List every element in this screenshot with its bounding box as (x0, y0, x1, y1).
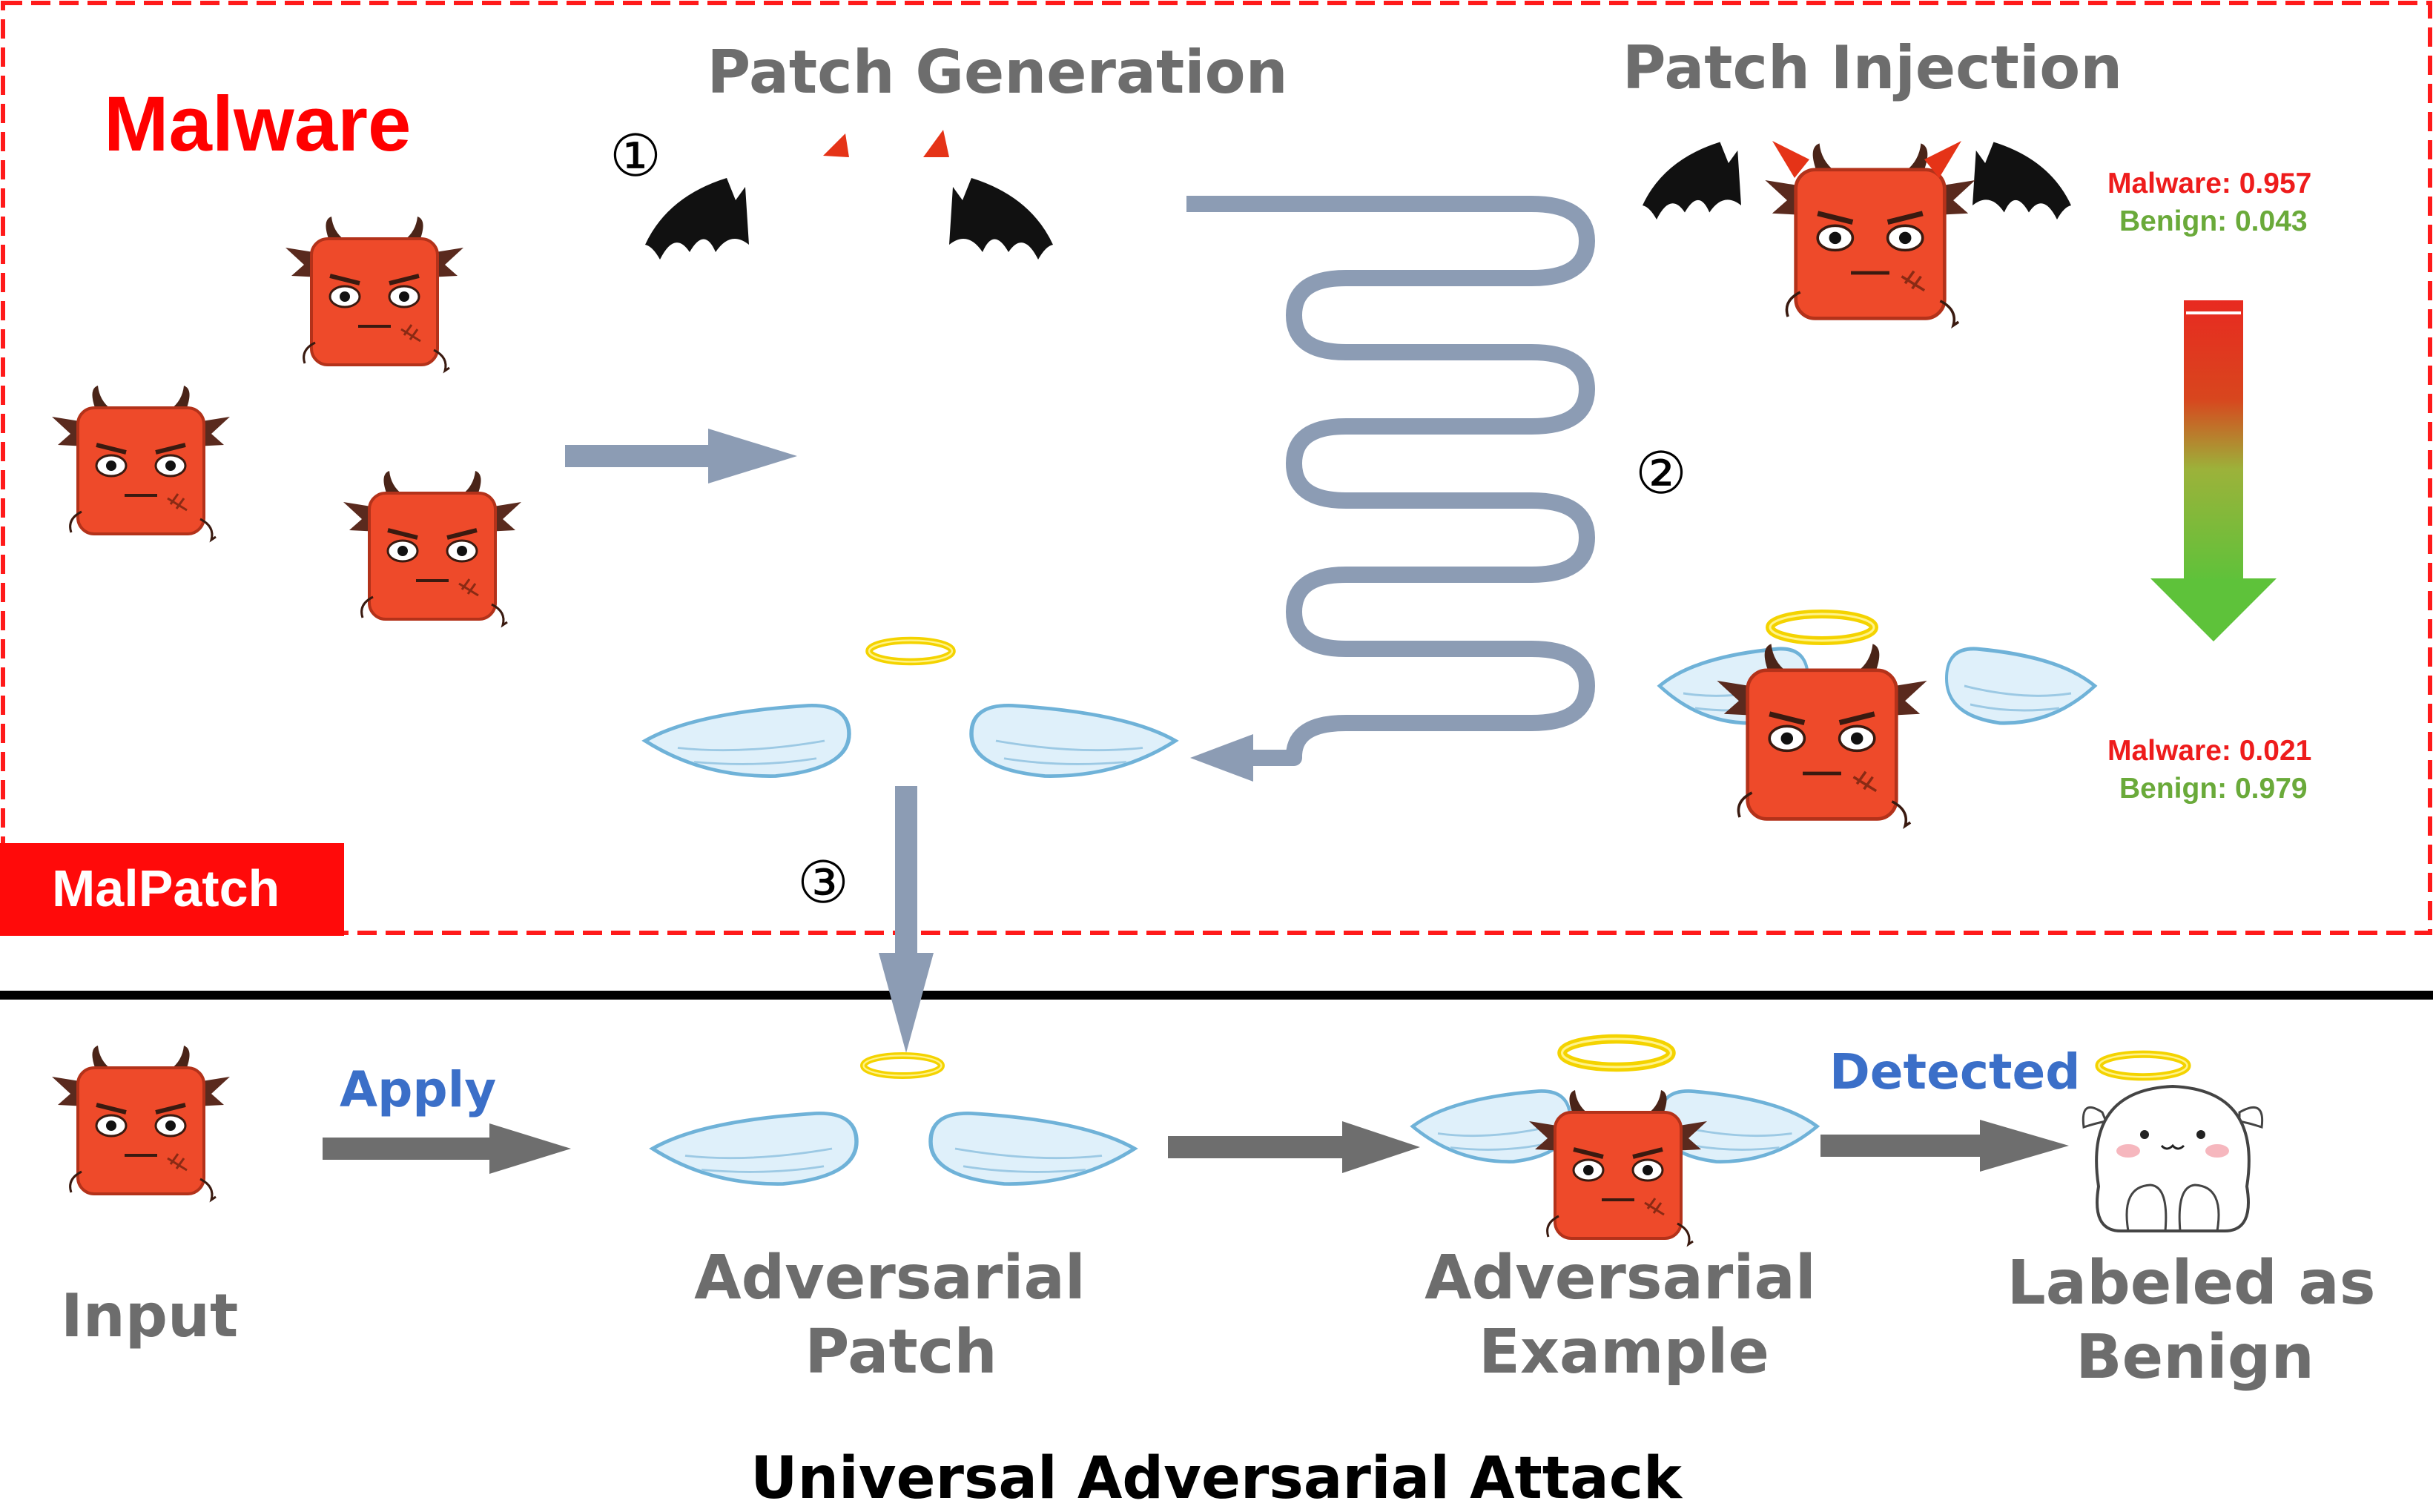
adversarial-patch-halo-icon (864, 1056, 942, 1076)
patch-injection-title: Patch Injection (1622, 33, 2123, 102)
adversarial-example-label-line2: Example (1478, 1317, 1770, 1387)
step-1-badge: ① (610, 123, 661, 190)
input-devil-icon (52, 1046, 230, 1200)
footer-title: Universal Adversarial Attack (750, 1445, 1682, 1512)
arrow-to-patch-generation (565, 429, 797, 483)
angel-devil-after-icon (1660, 614, 2095, 826)
malware-sample-2-icon (52, 386, 230, 540)
apply-arrow (323, 1123, 571, 1174)
benign-angel-ghost-icon (2082, 1054, 2264, 1232)
patch-down-arrow (879, 786, 934, 1053)
adversarial-patch-wing-right-icon (931, 1113, 1135, 1183)
malpatch-badge (0, 843, 344, 936)
adversarial-example-icon (1413, 1039, 1818, 1244)
input-label: Input (61, 1281, 239, 1350)
patch-generation-title: Patch Generation (707, 38, 1288, 107)
score-before-malware: Malware: 0.957 (2107, 168, 2312, 199)
bat-devil-before-icon (1643, 141, 2071, 326)
apply-label: Apply (340, 1061, 497, 1118)
labeled-benign-label-line2: Benign (2076, 1322, 2314, 1393)
bat-wing-right-icon (949, 178, 1053, 260)
score-after-benign: Benign: 0.979 (2119, 773, 2308, 805)
devil-horn-right-icon (923, 130, 949, 157)
score-before-benign: Benign: 0.043 (2119, 205, 2308, 237)
adversarial-patch-label-line1: Adversarial (694, 1243, 1086, 1313)
score-gradient-arrow-icon (2150, 300, 2277, 641)
adversarial-example-label-line1: Adversarial (1425, 1243, 1816, 1313)
devil-horn-left-icon (823, 133, 849, 157)
adversarial-patch-wing-left-icon (653, 1113, 856, 1183)
bat-wing-left-icon (645, 178, 749, 260)
malware-sample-1-icon (285, 217, 463, 371)
to-example-arrow (1168, 1121, 1420, 1173)
malpatch-region-border (1, 1, 2432, 935)
malware-title: Malware (104, 81, 412, 168)
step-3-badge: ③ (797, 850, 849, 917)
malware-sample-3-icon (343, 471, 521, 625)
patch-halo-icon (869, 641, 952, 662)
score-after-malware: Malware: 0.021 (2107, 735, 2312, 767)
step-2-badge: ② (1635, 440, 1687, 507)
detected-label: Detected (1829, 1043, 2081, 1100)
iteration-loop-path (1186, 196, 1595, 766)
detected-arrow (1820, 1120, 2069, 1172)
iteration-arrowhead (1190, 734, 1253, 782)
malpatch-label: MalPatch (52, 859, 280, 917)
adversarial-patch-label-line2: Patch (805, 1317, 997, 1387)
labeled-benign-label-line1: Labeled as (2007, 1248, 2376, 1318)
angel-wing-left-icon (645, 705, 849, 776)
angel-wing-right-icon (971, 705, 1175, 776)
